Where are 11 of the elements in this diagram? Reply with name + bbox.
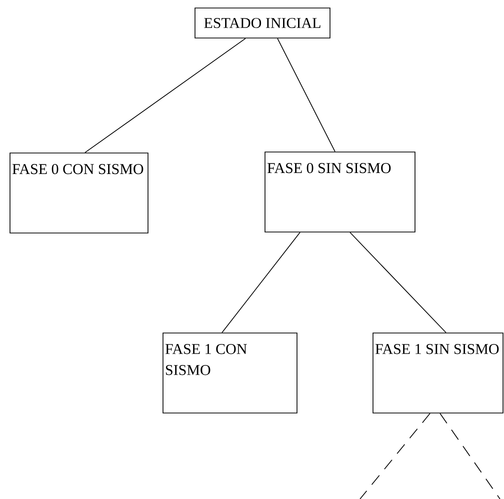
state-box: FASE 1 CON SISMO xyxy=(162,332,298,414)
connector-line xyxy=(222,232,300,333)
connector-line xyxy=(277,38,336,152)
connector-line xyxy=(350,232,446,333)
connector-line xyxy=(84,38,246,153)
state-box: FASE 0 SIN SISMO xyxy=(264,152,416,232)
state-box: FASE 1 SIN SISMO xyxy=(372,332,504,414)
state-box: FASE 0 CON SISMO xyxy=(10,152,148,234)
connector-line xyxy=(360,413,430,499)
state-box: ESTADO INICIAL xyxy=(194,8,330,38)
connector-line xyxy=(440,413,500,499)
